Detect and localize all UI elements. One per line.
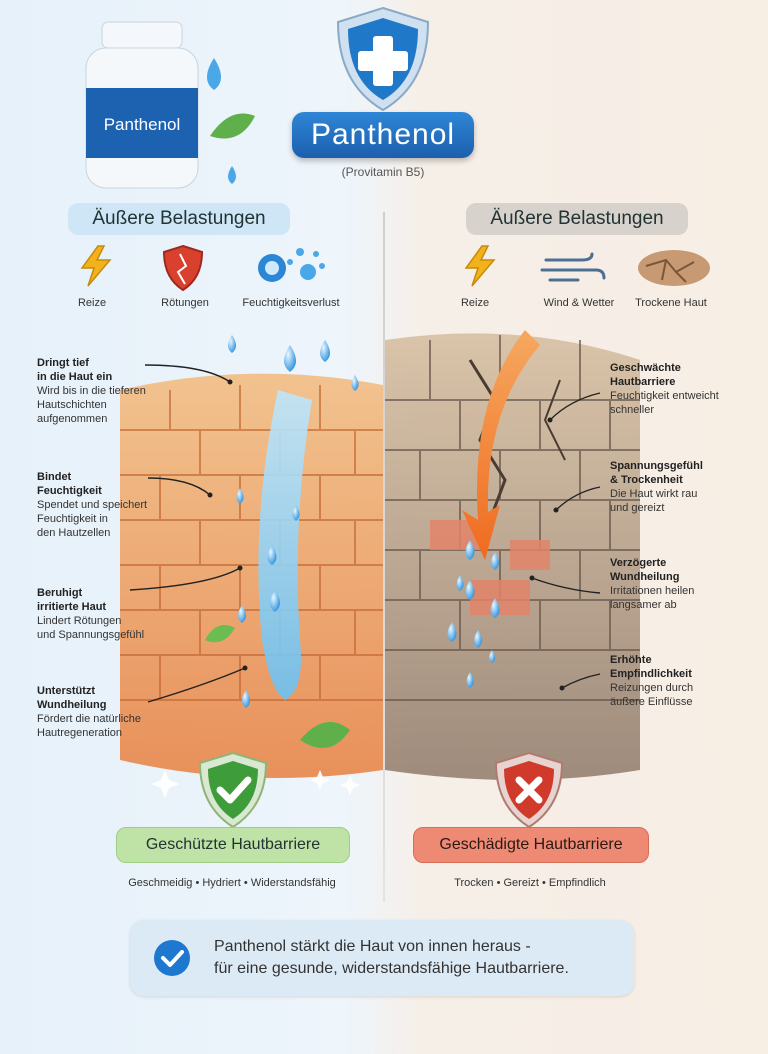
healthy-skin-wall [120, 373, 383, 778]
stressor-label: Reize [77, 297, 107, 309]
annotation-binds-moisture: Bindet Feuchtigkeit Spendet und speicher… [37, 471, 148, 539]
lightning-icon [464, 245, 496, 287]
check-circle-icon [154, 940, 190, 976]
stressor-label: Wind & Wetter [543, 297, 615, 309]
stressor-label: Trockene Haut [635, 297, 707, 309]
annotation-deep-penetration: Dringt tief in die Haut ein Wird bis in … [37, 357, 146, 425]
left-section-heading: Äußere Belastungen [68, 203, 290, 235]
lightning-icon [80, 245, 112, 287]
healthy-traits: Geschmeidig • Hydriert • Widerstandsfähi… [128, 877, 336, 889]
annotation-wound-healing: Unterstützt Wundheilung Fördert die natü… [37, 685, 141, 739]
right-section-heading: Äußere Belastungen [466, 203, 688, 235]
annotation-weakened-barrier: Geschwächte Hautbarriere Feuchtigkeit en… [610, 362, 719, 416]
summary-text: Panthenol stärkt die Haut von innen hera… [214, 936, 624, 980]
page-title: Panthenol [292, 112, 474, 158]
damaged-barrier-label: Geschädigte Hautbarriere [413, 827, 649, 863]
cross-shield-icon [494, 751, 564, 829]
healthy-barrier-label: Geschützte Hautbarriere [116, 827, 350, 863]
damage-arrow [462, 330, 540, 560]
evaporation-icon [258, 248, 325, 282]
damaged-skin-wall [385, 333, 640, 780]
stressor-label: Reize [460, 297, 490, 309]
dry-skin-icon [638, 250, 710, 286]
page-subtitle: (Provitamin B5) [341, 165, 425, 179]
damaged-traits: Trocken • Gereizt • Empfindlich [454, 877, 606, 889]
annotation-sensitivity: Erhöhte Empfindlichkeit Reizungen durch … [610, 654, 694, 708]
summary-box [130, 920, 634, 996]
annotation-tension-dryness: Spannungsgefühl & Trockenheit Die Haut w… [610, 460, 703, 514]
water-stream [258, 390, 312, 700]
cracked-shield-icon [162, 244, 204, 292]
checkmark-shield-icon [198, 751, 268, 829]
annotation-soothes-skin: Beruhigt irritierte Haut Lindert Rötunge… [37, 587, 145, 641]
summary-line-2: für eine gesunde, widerstandsfähige Haut… [214, 960, 569, 977]
wind-icon [540, 252, 606, 282]
bottle-label: Panthenol [104, 115, 181, 134]
annotation-delayed-healing: Verzögerte Wundheilung Irritationen heil… [610, 557, 695, 611]
center-divider [383, 212, 385, 902]
stressor-label: Rötungen [161, 297, 209, 309]
stressor-label: Feuchtigkeitsverlust [242, 297, 340, 309]
summary-line-1: Panthenol stärkt die Haut von innen hera… [214, 938, 531, 955]
medical-shield-icon [336, 6, 430, 112]
panthenol-bottle-icon: Panthenol [85, 21, 255, 189]
